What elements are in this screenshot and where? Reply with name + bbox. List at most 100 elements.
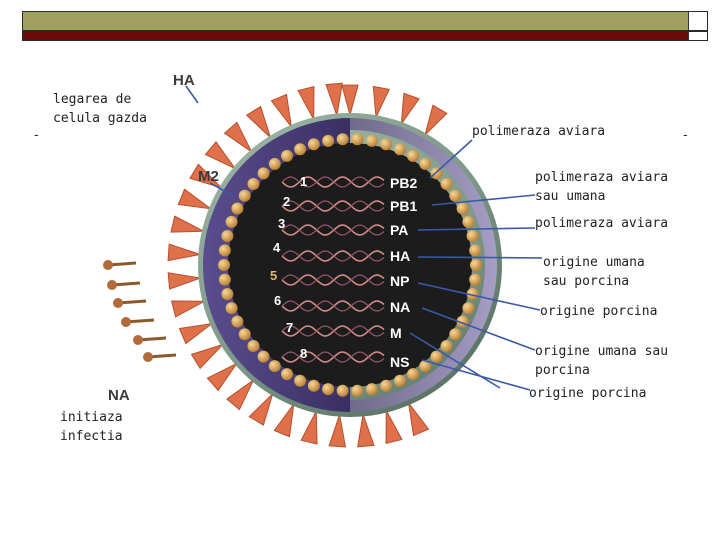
core-bead: [268, 157, 281, 170]
core-bead: [419, 360, 432, 373]
na-knob: [133, 335, 143, 345]
ha-spike: [297, 85, 315, 120]
title-bar: [22, 11, 708, 31]
right-marker: -: [683, 128, 688, 143]
core-bead: [380, 138, 393, 151]
core-bead: [281, 149, 293, 162]
rna-strand: [281, 325, 385, 337]
na-knob: [143, 352, 153, 362]
ha-spike: [167, 243, 201, 262]
ha-spike: [177, 188, 212, 210]
core-bead: [351, 384, 364, 397]
core-bead: [430, 350, 443, 363]
core-bead: [336, 133, 349, 146]
core-bead: [407, 149, 419, 162]
segment-name: M: [390, 325, 402, 341]
ha-spike: [248, 393, 274, 426]
core-bead: [238, 328, 251, 341]
ha-spike: [204, 141, 236, 170]
segment-name: HA: [390, 248, 410, 264]
segment-number: 1: [300, 174, 307, 189]
rna-strand: [281, 274, 385, 286]
core-bead: [351, 133, 364, 146]
annotation-line: [417, 256, 543, 259]
rna-strand: [281, 300, 385, 312]
core-bead: [221, 229, 234, 242]
annotation-line: [209, 182, 233, 196]
label-m-origin: origine umana sau porcina: [535, 344, 669, 378]
annotation-line: [417, 227, 536, 231]
core-bead: [322, 383, 335, 396]
segment-name: PB1: [390, 198, 417, 214]
label-ha-origin: origine umana sau porcina: [543, 255, 645, 289]
ha-spike: [325, 82, 343, 116]
label-np-origin: origine porcina: [540, 304, 658, 319]
segment-name: PA: [390, 222, 408, 238]
core-bead: [469, 273, 482, 286]
core-bead: [449, 328, 462, 341]
segment-number: 6: [274, 293, 281, 308]
core-bead: [462, 302, 475, 315]
core-bead: [466, 288, 479, 301]
core-bead: [365, 383, 378, 396]
core-bead: [466, 229, 479, 242]
segment-name: NP: [390, 273, 409, 289]
core-bead: [393, 374, 406, 387]
label-pb2-origin: polimeraza aviara: [472, 124, 606, 139]
core-bead: [440, 178, 453, 191]
core-bead: [218, 259, 230, 271]
ha-spike: [226, 379, 255, 411]
ha-spike: [300, 410, 318, 445]
label-pa-origin: polimeraza aviara: [535, 216, 669, 231]
rna-strand: [281, 200, 385, 212]
segment-number: 5: [270, 268, 277, 283]
rna-segments: [281, 176, 385, 363]
title-bar-square: [688, 12, 707, 30]
m2-protein-label: M2: [198, 168, 219, 185]
ha-protein-label: HA: [173, 72, 195, 89]
accent-bar-square: [688, 32, 707, 40]
na-protein-label: NA: [108, 387, 130, 404]
rna-strand: [281, 176, 385, 188]
label-pb1-origin: polimeraza aviara sau umana: [535, 170, 669, 204]
ha-spike: [372, 85, 390, 120]
ha-spike: [357, 414, 375, 448]
core-bead: [470, 259, 482, 271]
label-infection-start: initiaza infectia: [60, 410, 123, 444]
ha-spike: [223, 121, 253, 153]
core-bead: [247, 339, 260, 352]
core-bead: [456, 202, 469, 215]
ha-spike: [408, 402, 430, 437]
annotation-line: [421, 359, 531, 391]
core-bead: [247, 178, 260, 191]
ha-spike: [178, 323, 213, 345]
annotation-line: [421, 307, 536, 351]
core-bead: [225, 302, 238, 315]
ha-spike: [189, 163, 222, 189]
core-bead: [225, 215, 238, 228]
core-bead: [462, 215, 475, 228]
core-bead: [257, 350, 270, 363]
na-knob: [113, 298, 123, 308]
core-bead: [307, 379, 320, 392]
core-bead: [257, 167, 270, 180]
annotation-line: [185, 85, 199, 104]
core-bead: [449, 189, 462, 202]
ha-spike: [273, 403, 295, 438]
rna-strand: [281, 351, 385, 363]
na-knob: [107, 280, 117, 290]
core-bead: [380, 379, 393, 392]
ha-spike: [400, 92, 420, 126]
ha-spike: [190, 344, 224, 370]
na-knob: [121, 317, 131, 327]
segment-name: PB2: [390, 175, 417, 191]
core-bead: [307, 138, 320, 151]
segment-name: NA: [390, 299, 410, 315]
segment-number: 7: [286, 320, 293, 335]
core-bead: [218, 244, 231, 257]
core-bead: [419, 157, 432, 170]
core-bead: [336, 384, 349, 397]
segment-number: 4: [273, 240, 281, 255]
rna-strand: [281, 224, 385, 236]
